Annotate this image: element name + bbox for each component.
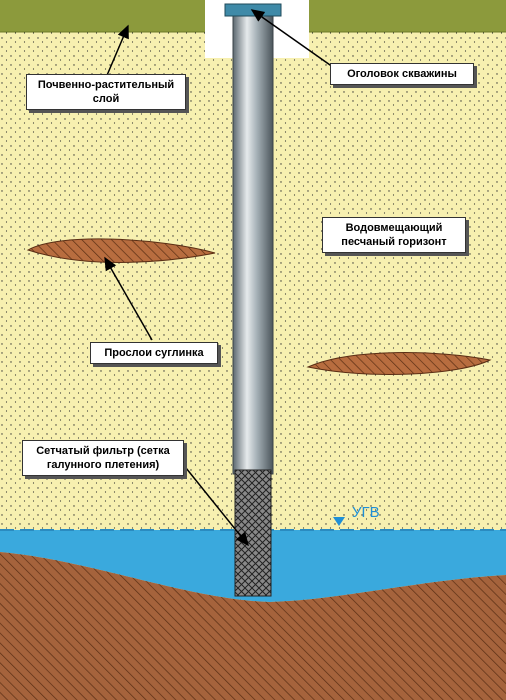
label-loam-lenses: Прослои суглинка — [90, 342, 218, 364]
label-soil-layer: Почвенно-растительный слой — [26, 74, 186, 110]
water-table-marker-icon — [333, 517, 345, 526]
well-casing — [233, 12, 273, 474]
leader-loam — [104, 256, 153, 341]
label-mesh-filter: Сетчатый фильтр (сетка галунного плетени… — [22, 440, 184, 476]
leader-filter — [185, 467, 249, 547]
label-well-head: Оголовок скважины — [330, 63, 474, 85]
label-aquifer: Водовмещающий песчаный горизонт — [322, 217, 466, 253]
leader-wellhead — [250, 9, 341, 73]
label-water-table: УГВ — [352, 504, 380, 521]
leader-soil — [104, 24, 129, 81]
